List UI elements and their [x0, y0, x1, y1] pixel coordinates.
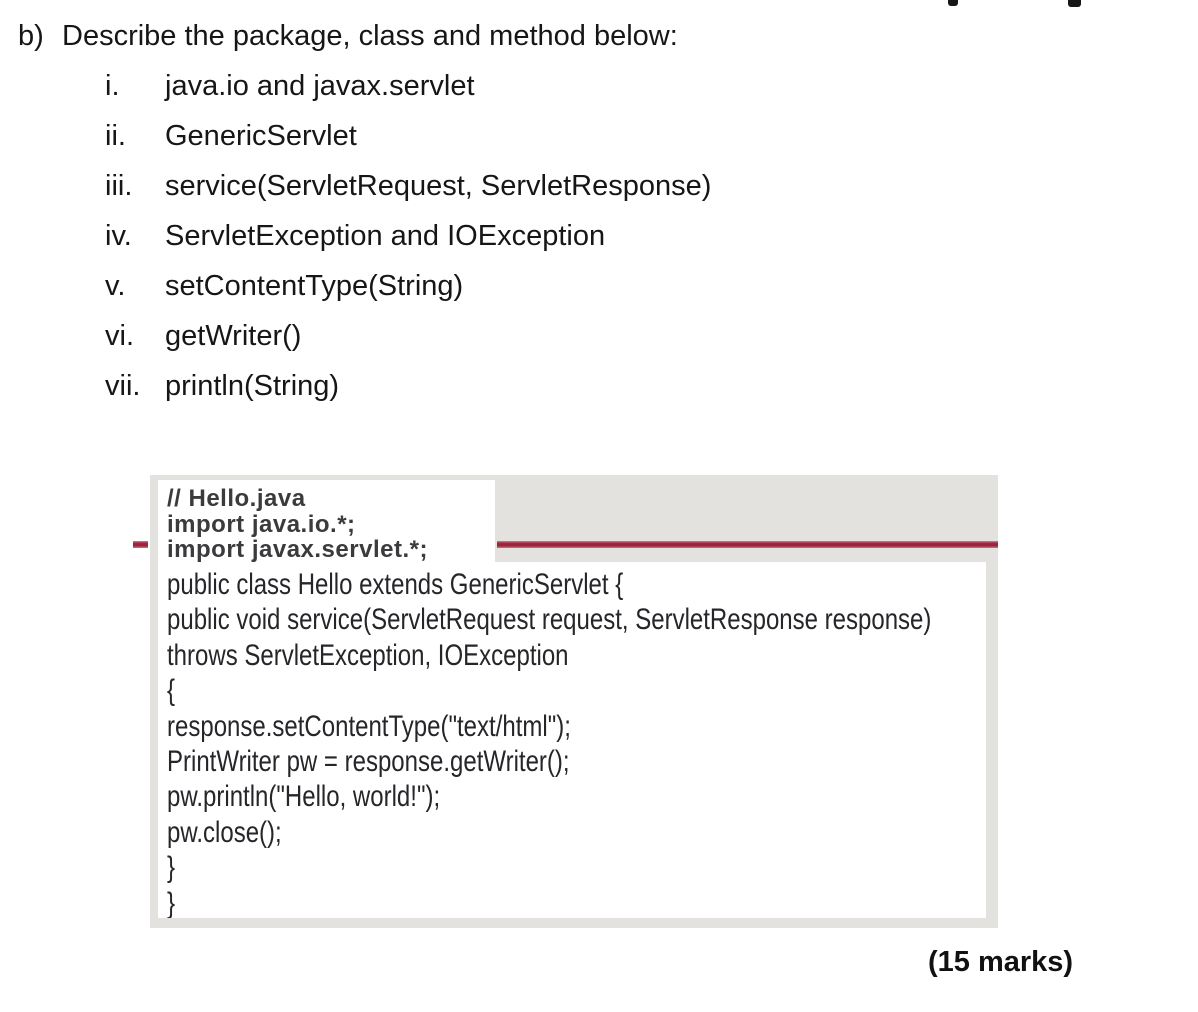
code-line: pw.close(); [167, 815, 282, 849]
question-sub-list: i. java.io and javax.servlet ii. Generic… [105, 72, 711, 422]
item-text: getWriter() [165, 320, 302, 352]
code-body-box: public class Hello extends GenericServle… [158, 562, 986, 918]
list-item: v. setContentType(String) [105, 272, 711, 301]
code-header-line: import javax.servlet.*; [167, 536, 428, 563]
item-numeral: iv. [105, 220, 132, 252]
code-header-box: // Hello.java import java.io.*; import j… [158, 480, 495, 562]
list-item: vii. println(String) [105, 372, 711, 401]
code-line: } [167, 851, 176, 885]
question-label: b) [18, 20, 44, 52]
item-text: java.io and javax.servlet [165, 70, 475, 102]
item-text: service(ServletRequest, ServletResponse) [165, 170, 712, 202]
item-numeral: iii. [105, 170, 133, 202]
item-text: println(String) [165, 370, 340, 402]
item-numeral: v. [105, 270, 126, 302]
red-divider-dash [133, 541, 148, 548]
list-item: ii. GenericServlet [105, 122, 711, 151]
code-line: throws ServletException, IOException [167, 638, 569, 672]
item-text: setContentType(String) [165, 270, 464, 302]
cut-off-text-fragment [948, 0, 958, 6]
code-line: { [167, 674, 176, 708]
code-line: response.setContentType("text/html"); [167, 709, 571, 743]
code-figure: // Hello.java import java.io.*; import j… [133, 475, 998, 928]
question-line: b) Describe the package, class and method… [18, 20, 678, 52]
list-item: iv. ServletException and IOException [105, 222, 711, 251]
item-numeral: i. [105, 70, 120, 102]
code-line: PrintWriter pw = response.getWriter(); [167, 745, 570, 779]
code-line: public class Hello extends GenericServle… [167, 568, 624, 601]
item-numeral: ii. [105, 120, 126, 152]
item-text: GenericServlet [165, 120, 357, 152]
code-line: public void service(ServletRequest reque… [167, 603, 932, 637]
code-line: } [167, 886, 176, 918]
list-item: vi. getWriter() [105, 322, 711, 351]
item-text: ServletException and IOException [165, 220, 606, 252]
item-numeral: vi. [105, 320, 134, 352]
cut-off-text-fragment [1068, 0, 1081, 7]
list-item: i. java.io and javax.servlet [105, 72, 711, 101]
marks-label: (15 marks) [928, 946, 1074, 978]
code-line: pw.println("Hello, world!"); [167, 780, 441, 814]
item-numeral: vii. [105, 370, 141, 402]
question-text: Describe the package, class and method b… [62, 20, 678, 52]
code-header-line: import java.io.*; [167, 510, 356, 538]
red-divider-line [497, 541, 998, 548]
code-header-line: // Hello.java [167, 485, 306, 512]
list-item: iii. service(ServletRequest, ServletResp… [105, 172, 711, 201]
